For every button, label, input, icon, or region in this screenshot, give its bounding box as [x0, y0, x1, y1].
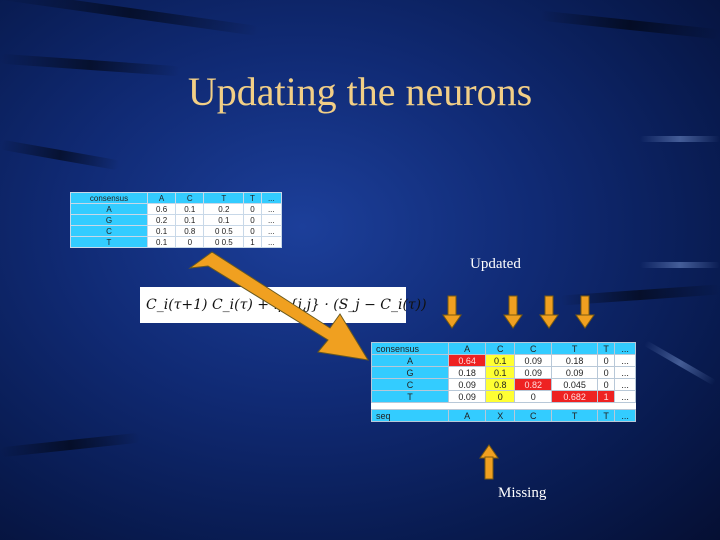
table-row: T 0.09 0 0 0.682 1 ...: [371, 390, 636, 403]
table-cell: 0.09: [551, 366, 598, 379]
table-cell: 0.18: [447, 366, 487, 379]
consensus-table-before: consensus A C T T ... A 0.6 0.1 0.2 0 ..…: [70, 192, 283, 248]
table-header-cell: T: [551, 342, 598, 355]
table-cell: 0: [485, 390, 516, 403]
seq-label: seq: [371, 409, 449, 422]
up-arrow: [479, 444, 499, 480]
background-streak: [640, 262, 720, 268]
table-header-cell: T: [243, 192, 262, 204]
table-header-cell: T: [596, 342, 616, 355]
table-cell: 0: [596, 366, 616, 379]
table-row: C 0.09 0.8 0.82 0.045 0 ...: [371, 378, 636, 391]
table-cell: 0.09: [447, 378, 487, 391]
down-arrow: [442, 295, 462, 329]
table-header-cell: ...: [614, 342, 636, 355]
slide-title: Updating the neurons: [187, 69, 533, 114]
table-cell: 0.8: [485, 378, 516, 391]
table-cell: ...: [614, 354, 636, 367]
table-cell: 0.1: [485, 354, 516, 367]
table-cell: 0.09: [514, 366, 553, 379]
table-row: C 0.1 0.8 0 0.5 0 ...: [70, 225, 283, 237]
table-row: G 0.18 0.1 0.09 0.09 0 ...: [371, 366, 636, 379]
table-cell: ...: [614, 390, 636, 403]
seq-cell: C: [514, 409, 553, 422]
background-streak: [640, 136, 720, 142]
table-cell: ...: [260, 225, 283, 237]
row-label: G: [70, 214, 148, 226]
seq-cell: T: [596, 409, 616, 422]
table-cell-updated: 1: [596, 390, 616, 403]
table-cell: 0.09: [447, 390, 487, 403]
table-cell: 1: [243, 236, 262, 248]
row-label: T: [70, 236, 148, 248]
consensus-table-after: consensus A C C T T ... A 0.64 0.1 0.09 …: [371, 342, 636, 422]
row-label: C: [371, 378, 449, 391]
table-cell: ...: [614, 378, 636, 391]
table-cell: 0.045: [551, 378, 598, 391]
table-header-cell: C: [485, 342, 516, 355]
missing-label: Missing: [498, 485, 547, 501]
table-cell-updated: 0.64: [447, 354, 487, 367]
table-cell: 0.1: [485, 366, 516, 379]
row-label: T: [371, 390, 449, 403]
table-cell: 0: [514, 390, 553, 403]
table-header-row: consensus A C T T ...: [70, 192, 283, 204]
seq-row: seq A X C T T ...: [371, 409, 636, 422]
table-cell-updated: 0.682: [551, 390, 598, 403]
table-header-cell: C: [514, 342, 553, 355]
down-arrow: [575, 295, 595, 329]
row-label: G: [371, 366, 449, 379]
table-cell-updated: 0.82: [514, 378, 553, 391]
table-header-cell: C: [175, 192, 205, 204]
table-cell: ...: [260, 236, 283, 248]
diagonal-arrow: [188, 251, 369, 361]
table-row: T 0.1 0 0 0.5 1 ...: [70, 236, 283, 248]
table-row: A 0.64 0.1 0.09 0.18 0 ...: [371, 354, 636, 367]
seq-cell-missing: X: [485, 409, 516, 422]
down-arrow: [503, 295, 523, 329]
table-cell: 0.1: [146, 236, 177, 248]
table-cell: 0.09: [514, 354, 553, 367]
table-cell: ...: [614, 366, 636, 379]
seq-cell: A: [447, 409, 487, 422]
table-header-cell: consensus: [371, 342, 449, 355]
table-cell: 0.18: [551, 354, 598, 367]
table-cell: 0: [596, 354, 616, 367]
down-arrow: [539, 295, 559, 329]
table-spacer: [371, 402, 636, 410]
seq-cell: ...: [614, 409, 636, 422]
row-label: A: [371, 354, 449, 367]
updated-label: Updated: [470, 256, 521, 272]
table-cell: 0: [175, 236, 205, 248]
seq-cell: T: [551, 409, 598, 422]
table-row: A 0.6 0.1 0.2 0 ...: [70, 203, 283, 215]
table-header-cell: A: [447, 342, 487, 355]
table-header-row: consensus A C C T T ...: [371, 342, 636, 355]
table-cell: 0: [596, 378, 616, 391]
